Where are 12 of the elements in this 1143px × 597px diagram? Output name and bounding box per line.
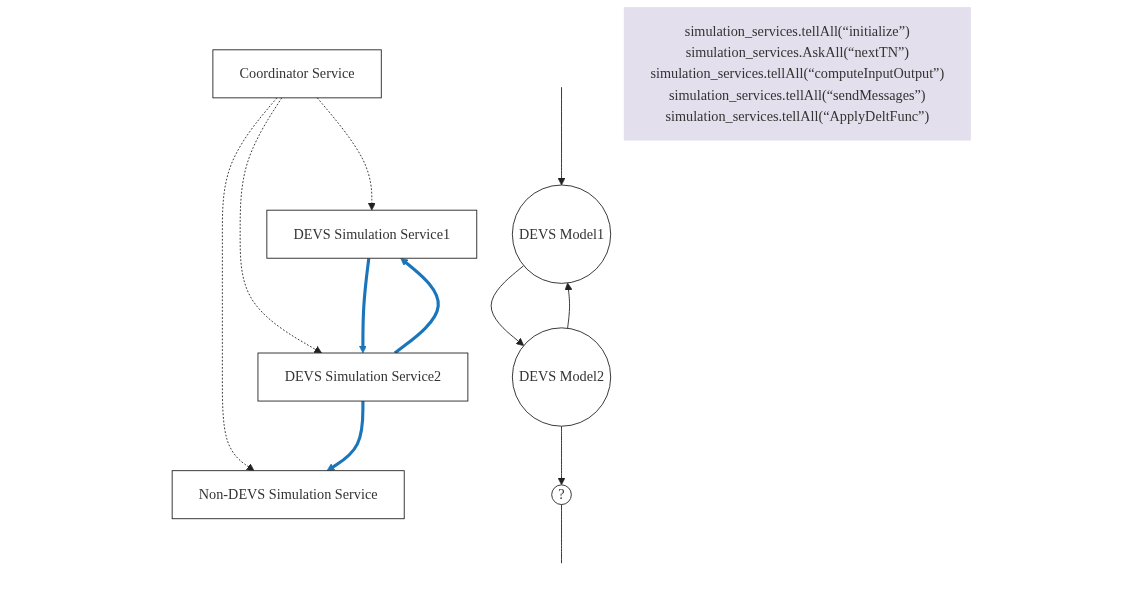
node-box: Coordinator Service (212, 49, 382, 99)
node-circle: DEVS Model2 (511, 327, 612, 427)
connector (561, 504, 562, 564)
node-box: DEVS Simulation Service2 (257, 352, 469, 402)
node-box: simulation_services.tellAll(“initialize”) simulation_services.AskAll(“nextTN”) simulation_services.tellAll(“computeInputOutput”) simulation_services.tellAll(“sendMessages”) simulation_services.tellAll(“ApplyDeltFunc”) (623, 7, 971, 141)
node-box: Non-DEVS Simulation Service (171, 470, 405, 520)
arrow (359, 258, 371, 354)
arrow (393, 257, 440, 355)
node-box: DEVS Simulation Service1 (266, 209, 478, 259)
arrow (326, 401, 365, 472)
node-circle: ? (551, 484, 572, 505)
node-circle: DEVS Model1 (511, 184, 612, 284)
